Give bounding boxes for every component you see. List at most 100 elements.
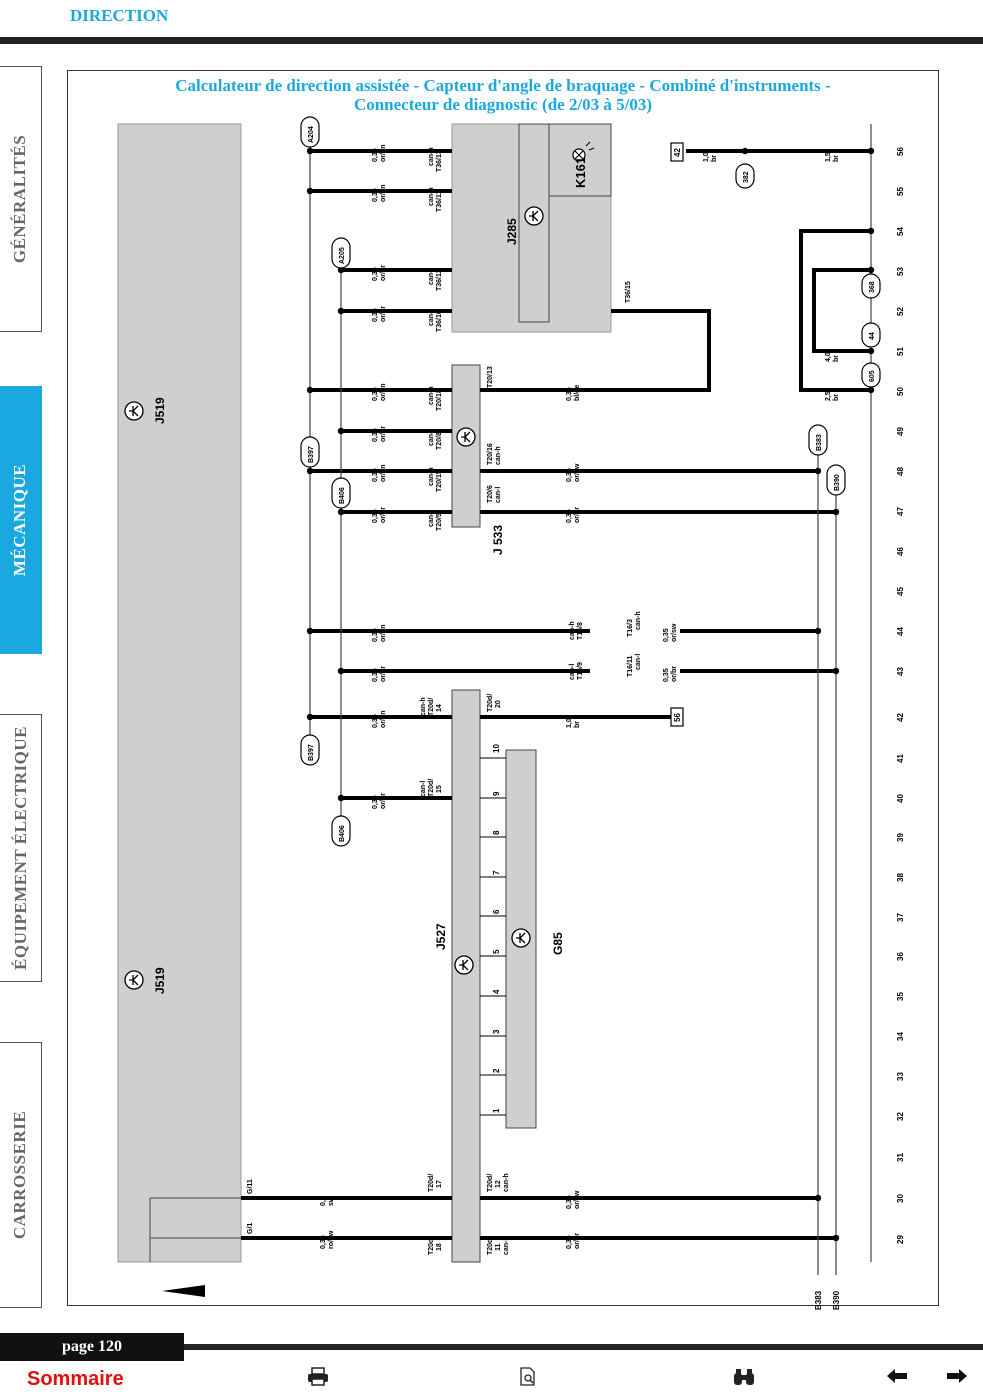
pin-t36-11: T36/11 bbox=[436, 190, 443, 212]
wc-29: ro/sw bbox=[328, 1230, 335, 1249]
g85-pin-5: 5 bbox=[492, 949, 501, 954]
wc-42: or/gn bbox=[380, 711, 387, 729]
ws-56: 0,35 bbox=[372, 148, 379, 162]
g85-pin-7: 7 bbox=[492, 870, 501, 875]
label-368: 368 bbox=[869, 281, 876, 293]
rs-44: 0,35 bbox=[663, 628, 670, 642]
sig-44: can-h bbox=[569, 621, 576, 640]
fc-56b: br bbox=[833, 155, 840, 162]
track-42: 42 bbox=[896, 713, 905, 722]
rs-42: 1,0 bbox=[566, 718, 573, 728]
pin-t20d-r30: T20d/ bbox=[487, 1174, 494, 1192]
diagram-frame bbox=[67, 70, 939, 1306]
junction-b397-top bbox=[300, 436, 320, 468]
fc-56a: br bbox=[711, 155, 718, 162]
pin-t20d-12: 12 bbox=[495, 1180, 502, 1188]
sig-56: can-h bbox=[428, 147, 435, 166]
junction-b383 bbox=[808, 424, 828, 456]
g85-pin-9: 9 bbox=[492, 791, 501, 796]
track-31: 31 bbox=[896, 1153, 905, 1162]
g85-label: G85 bbox=[551, 932, 565, 955]
pin-t20d-17: 17 bbox=[436, 1180, 443, 1188]
pin-t20d-42: T20d/ bbox=[428, 698, 435, 716]
track-40: 40 bbox=[896, 794, 905, 803]
j519-ecu-icon bbox=[124, 401, 144, 421]
wc-52: or/br bbox=[380, 306, 387, 322]
j527-ecu-icon bbox=[454, 955, 474, 975]
sig-r29: can-l bbox=[503, 1239, 510, 1255]
sig-r44: can-h bbox=[635, 611, 642, 630]
tab-generalites[interactable]: GÉNÉRALITÉS bbox=[0, 66, 42, 332]
sig-r30: can-h bbox=[503, 1173, 510, 1192]
pin-t20-5: T20/5 bbox=[436, 513, 443, 531]
arrow-left-icon[interactable] bbox=[886, 1367, 908, 1391]
track-49: 49 bbox=[896, 427, 905, 436]
sommaire-link[interactable]: Sommaire bbox=[27, 1368, 124, 1390]
ws-53: 0,35 bbox=[372, 267, 379, 281]
pin-t16-11: T16/11 bbox=[627, 655, 634, 677]
ws-52: 0,35 bbox=[372, 308, 379, 322]
label-a205: A205 bbox=[339, 247, 346, 264]
j533-ecu-icon bbox=[456, 427, 476, 447]
pin-t36-12: T36/12 bbox=[436, 269, 443, 291]
j285-label: J285 bbox=[505, 218, 519, 245]
sig-r43: can-l bbox=[635, 654, 642, 670]
track-54: 54 bbox=[896, 227, 905, 236]
bottom-label-b390: B390 bbox=[832, 1290, 841, 1310]
ws-30: 0,5 bbox=[320, 1196, 327, 1206]
diagram-title: Calculateur de direction assistée - Capt… bbox=[67, 76, 939, 114]
document-view-icon[interactable] bbox=[519, 1367, 537, 1393]
sig-r47: can-l bbox=[495, 487, 502, 503]
wc-49: or/br bbox=[380, 426, 387, 442]
track-48: 48 bbox=[896, 467, 905, 476]
wc-56: or/gn bbox=[380, 145, 387, 163]
track-39: 39 bbox=[896, 833, 905, 842]
page-number: page 120 bbox=[0, 1333, 184, 1361]
fs-51: 4,0 bbox=[825, 352, 832, 362]
binoculars-icon[interactable] bbox=[732, 1367, 756, 1393]
k161-label: K161 bbox=[573, 157, 588, 188]
pin-t20-6: T20/6 bbox=[487, 485, 494, 503]
pin-t20d-30: T20d/ bbox=[428, 1174, 435, 1192]
bottom-rule bbox=[0, 1344, 983, 1350]
label-b397-low: B397 bbox=[308, 744, 315, 761]
wc-48: or/gn bbox=[380, 465, 387, 483]
sig-55: can-h bbox=[428, 187, 435, 206]
tab-carrosserie[interactable]: CARROSSERIE bbox=[0, 1042, 42, 1308]
label-382: 382 bbox=[743, 171, 750, 183]
sig-40: can-l bbox=[420, 781, 427, 797]
track-44: 44 bbox=[896, 627, 905, 636]
pin-t20d-15: 15 bbox=[436, 785, 443, 793]
wc-53: or/br bbox=[380, 265, 387, 281]
top-rule bbox=[0, 37, 983, 44]
junction-44 bbox=[861, 322, 881, 348]
ws-50: 0,35 bbox=[372, 387, 379, 401]
ws-42: 0,35 bbox=[372, 714, 379, 728]
sig-42: can-h bbox=[420, 697, 427, 716]
label-605: 605 bbox=[869, 370, 876, 382]
tab-mecanique[interactable]: MÉCANIQUE bbox=[0, 386, 42, 654]
j285-ecu-icon bbox=[524, 206, 544, 226]
junction-b390 bbox=[826, 464, 846, 496]
fs-56b: 1,5 bbox=[825, 152, 832, 162]
wc-43: or/br bbox=[380, 666, 387, 682]
tab-equipement-electrique[interactable]: ÉQUIPEMENT ÉLECTRIQUE bbox=[0, 714, 42, 982]
print-icon[interactable] bbox=[307, 1367, 329, 1393]
track-34: 34 bbox=[896, 1032, 905, 1041]
label-b390: B390 bbox=[834, 474, 841, 491]
g85-pin-8: 8 bbox=[492, 830, 501, 835]
pin-t20d-18: 18 bbox=[436, 1243, 443, 1251]
ref-box-56 bbox=[670, 707, 684, 727]
ws-44: 0,35 bbox=[372, 628, 379, 642]
track-33: 33 bbox=[896, 1072, 905, 1081]
rc-50: bl/ge bbox=[574, 385, 581, 401]
junction-368 bbox=[861, 273, 881, 299]
pin-t16-3: T16/3 bbox=[627, 619, 634, 637]
fs-56a: 1,0 bbox=[703, 152, 710, 162]
j527-label: J527 bbox=[434, 923, 448, 950]
fc-50: br bbox=[833, 394, 840, 401]
sig-52: can-l bbox=[428, 310, 435, 326]
arrow-right-icon[interactable] bbox=[946, 1367, 968, 1391]
j519-ecu-icon-lower bbox=[124, 970, 144, 990]
pin-g1: G/1 bbox=[247, 1223, 254, 1234]
